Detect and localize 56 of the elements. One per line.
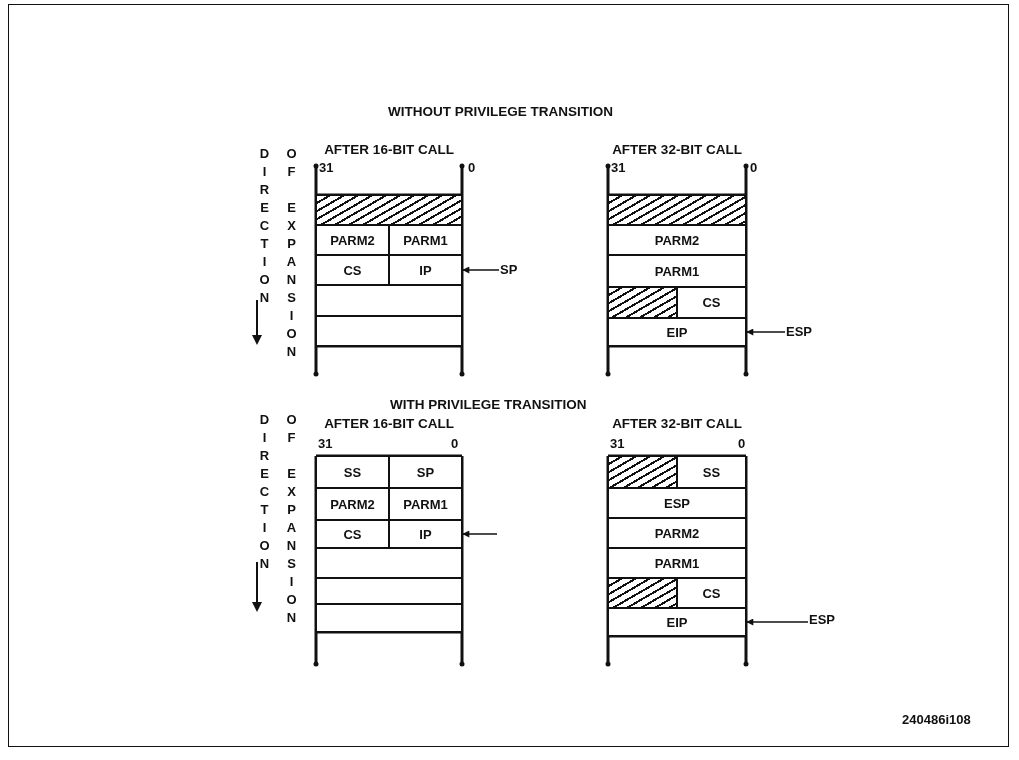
stack-slot: EIP (608, 608, 746, 636)
bit-number: 31 (611, 160, 626, 176)
hatched-slot (608, 287, 677, 318)
pointer-label: SP (500, 262, 518, 278)
hatched-slot (608, 456, 677, 488)
empty-slot (316, 316, 462, 346)
stack-slot: PARM2 (316, 488, 389, 520)
hatched-slot (608, 195, 746, 225)
arrow (462, 266, 500, 274)
stack-slot: SS (316, 456, 389, 488)
stack-slot: PARM1 (608, 255, 746, 287)
stack-slot: SS (677, 456, 746, 488)
stack-slot: CS (316, 520, 389, 548)
arrow (746, 618, 809, 626)
stack-heading: AFTER 32-BIT CALL (611, 416, 743, 432)
hatched-slot (608, 578, 677, 608)
pointer-label: ESP (786, 324, 812, 340)
stack-slot: PARM2 (608, 518, 746, 548)
bit-number: 0 (750, 160, 758, 176)
stack-heading: AFTER 16-BIT CALL (323, 142, 455, 158)
figure-code: 240486i108 (902, 712, 971, 728)
empty-slot (316, 548, 462, 578)
stack-slot: ESP (608, 488, 746, 518)
stack-slot: SP (389, 456, 462, 488)
bit-number: 0 (451, 436, 459, 452)
stack-heading: AFTER 32-BIT CALL (611, 142, 743, 158)
bit-number: 0 (468, 160, 476, 176)
stack-slot: PARM2 (608, 225, 746, 255)
empty-slot (316, 578, 462, 604)
stack-slot: IP (389, 255, 462, 285)
stack-slot: PARM2 (316, 225, 389, 255)
axis-caption: OF EXPANSION (283, 412, 299, 628)
pointer-label: ESP (809, 612, 835, 628)
empty-slot (316, 604, 462, 632)
hatched-slot (316, 195, 462, 225)
axis-caption: DIRECTION (256, 146, 272, 308)
bit-number: 31 (318, 436, 333, 452)
stack-slot: EIP (608, 318, 746, 346)
stack-slot: PARM1 (608, 548, 746, 578)
bit-number: 31 (319, 160, 334, 176)
stack-slot: PARM1 (389, 488, 462, 520)
axis-caption: DIRECTION (256, 412, 272, 574)
stack-heading: AFTER 16-BIT CALL (323, 416, 455, 432)
empty-slot (316, 285, 462, 316)
section-heading: WITH PRIVILEGE TRANSITION (390, 397, 587, 413)
bit-number: 31 (610, 436, 625, 452)
stack-slot: IP (389, 520, 462, 548)
stack-slot: CS (316, 255, 389, 285)
stack-slot: PARM1 (389, 225, 462, 255)
stack-slot: CS (677, 287, 746, 318)
stack-slot: CS (677, 578, 746, 608)
arrow (746, 328, 786, 336)
axis-caption: OF EXPANSION (283, 146, 299, 362)
section-heading: WITHOUT PRIVILEGE TRANSITION (388, 104, 613, 120)
arrow (462, 530, 498, 538)
bit-number: 0 (738, 436, 746, 452)
